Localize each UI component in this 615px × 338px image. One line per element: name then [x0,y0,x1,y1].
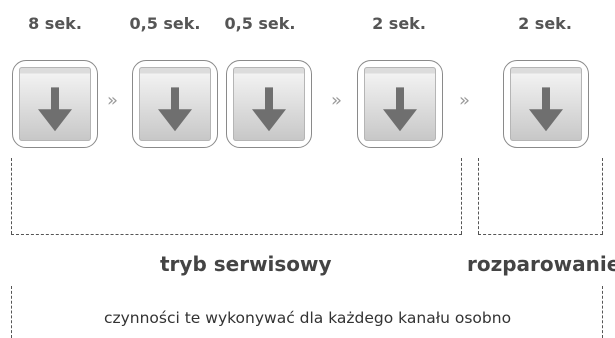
arrow-down-icon [383,87,417,132]
step-2-duration: 0,5 sek. [129,14,201,33]
next-step-chevron: » [459,90,471,111]
note-bracket-left [11,286,12,338]
defogging-bracket-bottom [478,234,603,235]
arrow-down-icon [38,87,72,132]
defogging-bracket-right [602,158,603,234]
down-button-step-4[interactable] [357,60,443,148]
step-3-duration: 0,5 sek. [224,14,296,33]
service-mode-bracket-left [11,158,12,234]
down-button-step-1[interactable] [12,60,98,148]
next-step-chevron: » [331,90,343,111]
service-mode-bracket-bottom [11,234,462,235]
arrow-down-icon [529,87,563,132]
service-mode-bracket-right [461,158,462,234]
defogging-label: rozparowanie [467,252,615,276]
note-bracket-right [602,286,603,338]
down-button-step-5[interactable] [503,60,589,148]
next-step-chevron: » [107,90,119,111]
service-mode-label: tryb serwisowy [160,252,332,276]
step-4-duration: 2 sek. [372,14,426,33]
per-channel-note: czynności te wykonywać dla każdego kanał… [103,309,512,327]
step-5-duration: 2 sek. [518,14,572,33]
defogging-bracket-left [478,158,479,234]
arrow-down-icon [158,87,192,132]
step-1-duration: 8 sek. [28,14,82,33]
down-button-step-2[interactable] [132,60,218,148]
down-button-step-3[interactable] [226,60,312,148]
arrow-down-icon [252,87,286,132]
